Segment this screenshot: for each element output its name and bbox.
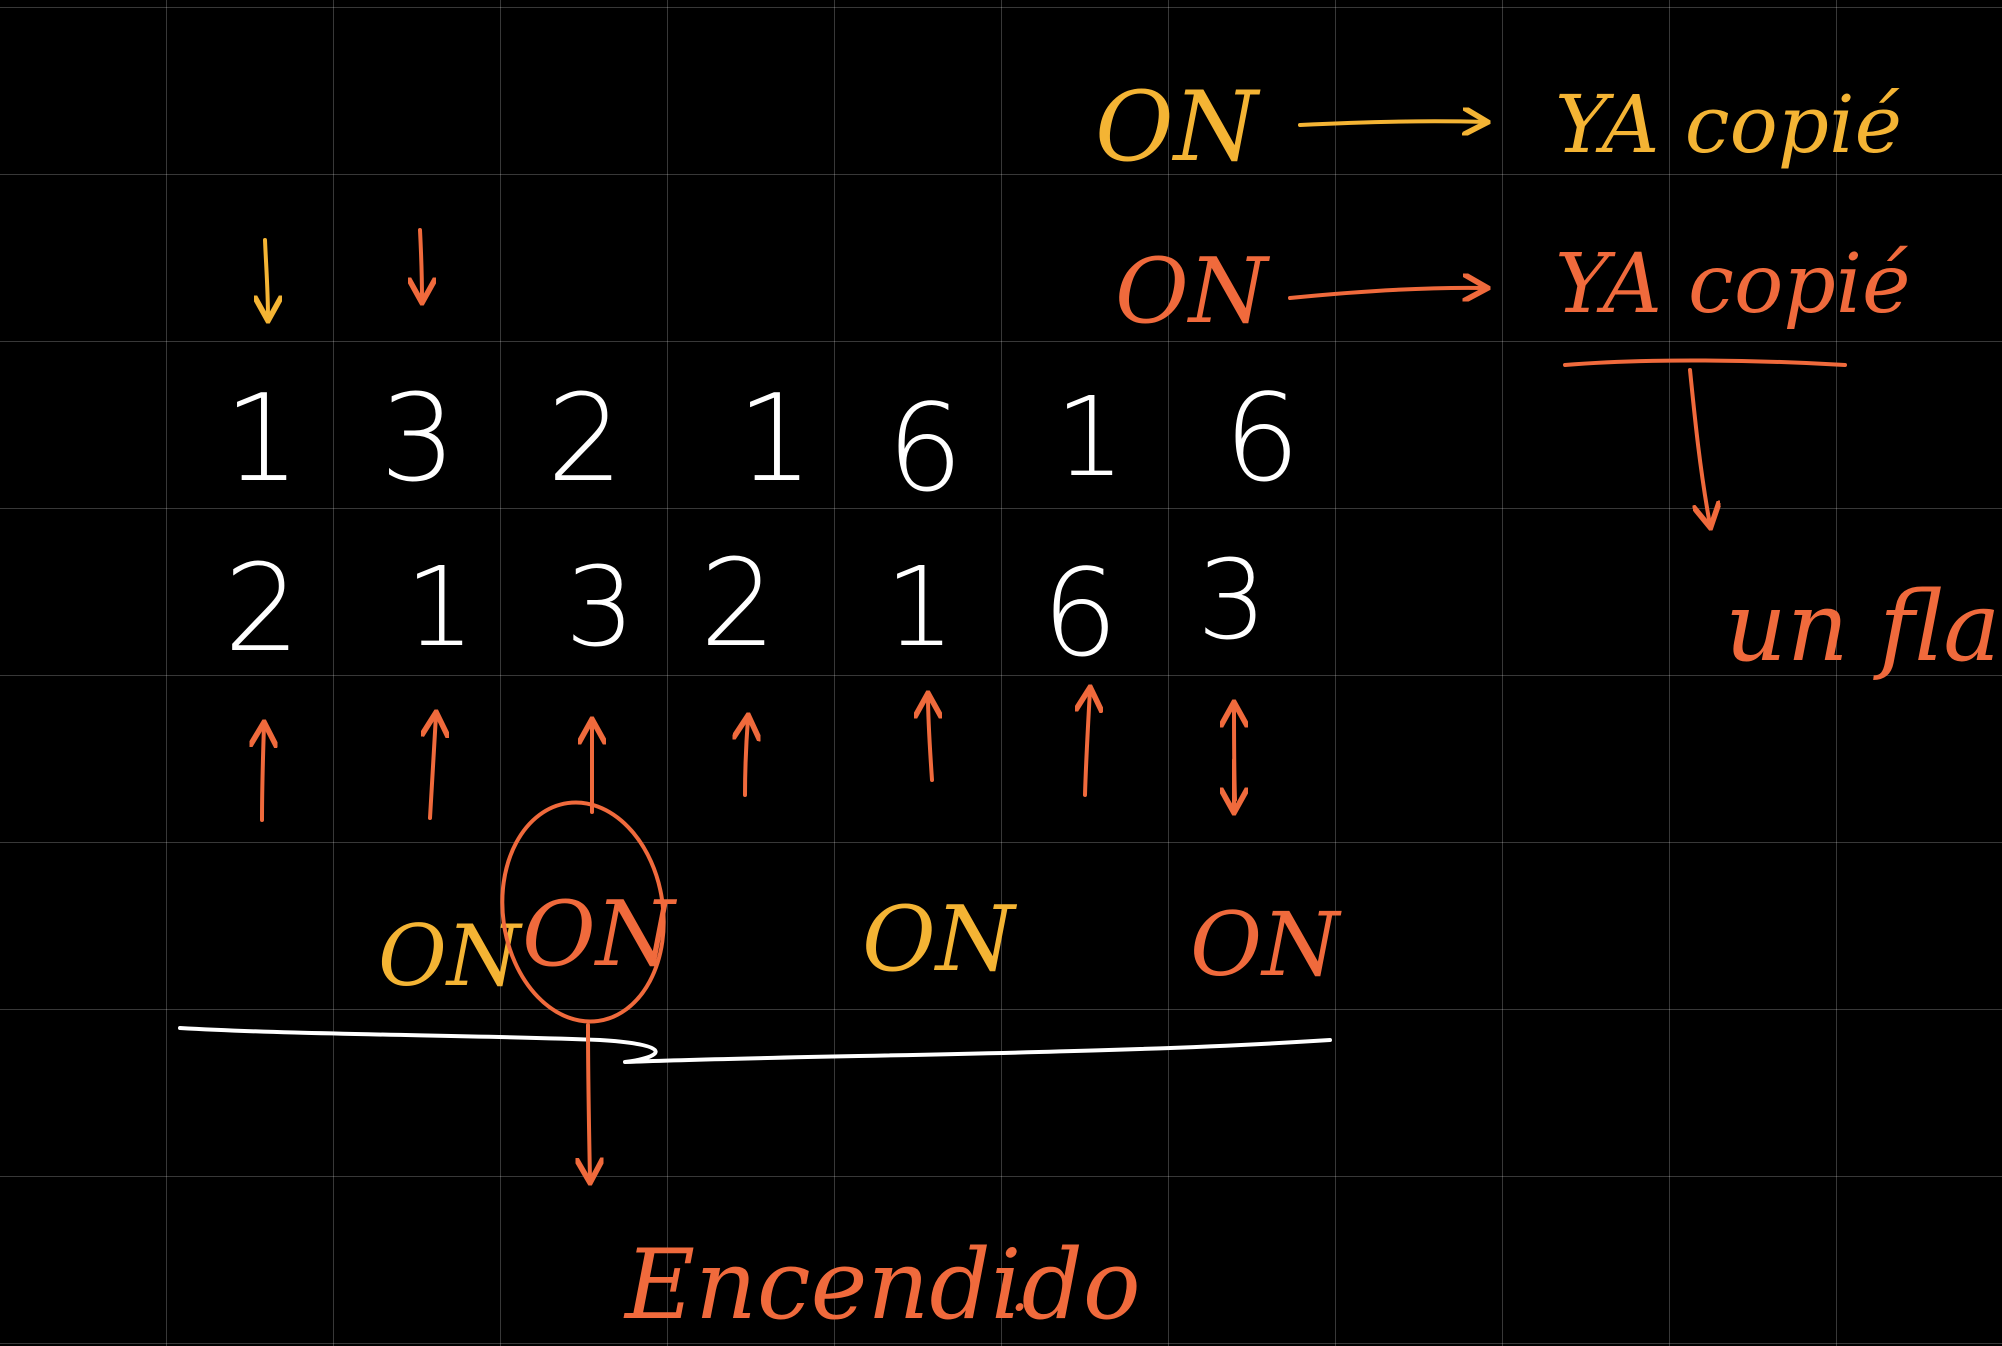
number-cell: 2 bbox=[224, 540, 300, 679]
baseline-line bbox=[178, 1026, 1332, 1064]
pointer-arrow-down-icon bbox=[265, 238, 268, 318]
arrow-down-icon bbox=[588, 1023, 590, 1180]
arrow-up-icon bbox=[1085, 690, 1090, 797]
on-mark: ON bbox=[378, 907, 523, 1005]
underline bbox=[1563, 358, 1847, 367]
flag-note: un flag bbox=[1725, 571, 2002, 683]
number-row-bottom: 2 1 3 2 1 6 3 bbox=[224, 535, 1267, 684]
result-word: Encendido bbox=[623, 1229, 1141, 1341]
number-cell: 6 bbox=[1042, 545, 1118, 684]
legend-result-orange: YA copié bbox=[1555, 237, 1911, 332]
arrow-up-icon bbox=[262, 725, 264, 822]
pointer-arrow-down-icon bbox=[420, 228, 422, 300]
legend-on-orange: ON bbox=[1115, 239, 1271, 344]
number-cell: 6 bbox=[887, 380, 963, 519]
legend-on-yellow: ON bbox=[1095, 71, 1261, 183]
arrow-right-icon bbox=[1298, 121, 1485, 125]
on-marks: ON ON ON ON bbox=[378, 882, 1342, 1005]
arrow-right-icon bbox=[1288, 288, 1485, 298]
circle-highlight bbox=[500, 800, 666, 1024]
on-mark: ON bbox=[522, 882, 678, 987]
arrow-up-icon bbox=[745, 718, 748, 797]
up-arrows bbox=[262, 690, 1235, 822]
number-cell: 1 bbox=[224, 370, 300, 509]
arrow-down-icon bbox=[1688, 368, 1710, 525]
number-cell: 1 bbox=[405, 543, 475, 671]
number-cell: 1 bbox=[1055, 373, 1125, 501]
legend-result-yellow: YA copié bbox=[1555, 78, 1902, 171]
number-cell: 3 bbox=[380, 370, 456, 509]
number-cell: 2 bbox=[547, 370, 623, 509]
result-punct: . bbox=[1010, 1255, 1029, 1325]
number-cell: 3 bbox=[565, 543, 635, 671]
arrow-up-icon bbox=[430, 715, 436, 820]
number-cell: 2 bbox=[700, 535, 776, 674]
on-mark: ON bbox=[1190, 893, 1342, 996]
number-cell: 1 bbox=[885, 543, 955, 671]
arrow-up-icon bbox=[928, 696, 932, 782]
number-row-top: 1 3 2 1 6 1 6 bbox=[224, 370, 1300, 519]
number-cell: 6 bbox=[1224, 370, 1300, 509]
number-cell: 3 bbox=[1197, 536, 1267, 664]
number-cell: 1 bbox=[737, 370, 813, 509]
on-mark: ON bbox=[862, 887, 1018, 992]
